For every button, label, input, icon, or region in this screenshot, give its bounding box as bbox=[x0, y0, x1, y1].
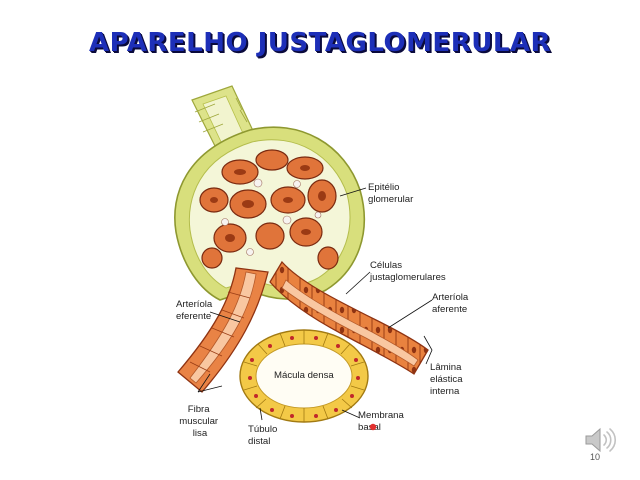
glomerular-capillaries bbox=[199, 149, 339, 270]
page-number: 10 bbox=[590, 452, 601, 462]
leader-membrana bbox=[341, 409, 361, 419]
label-tubulo-distal: Túbulo distal bbox=[248, 424, 280, 447]
leader-lines bbox=[197, 187, 433, 421]
label-arteriola-eferente: Arteríola eferente bbox=[176, 299, 215, 322]
label-epitelio-glomerular: Epitélio glomerular bbox=[368, 182, 414, 205]
label-fibra-muscular-lisa: Fibra muscular lisa bbox=[179, 404, 221, 439]
slide-title: APARELHO JUSTAGLOMERULAR bbox=[88, 28, 552, 58]
label-membrana-basal: Membrana basal bbox=[358, 410, 407, 433]
cursor-dot bbox=[369, 423, 377, 431]
leader-arteriola-aferente bbox=[387, 299, 433, 329]
leader-lamina bbox=[423, 335, 433, 365]
leader-fibra bbox=[197, 373, 223, 393]
leader-epitelio bbox=[339, 187, 367, 197]
label-arteriola-aferente: Arteríola aferente bbox=[432, 292, 471, 315]
speaker-icon[interactable] bbox=[582, 424, 622, 456]
leader-arteriola-eferente bbox=[209, 311, 241, 323]
label-celulas-justaglomerulares: Células justaglomerulares bbox=[369, 260, 446, 283]
leader-celulas bbox=[345, 271, 371, 295]
label-lamina-elastica-interna: Lâmina elástica interna bbox=[430, 362, 465, 397]
leader-tubulo bbox=[259, 407, 263, 421]
label-macula-densa: Mácula densa bbox=[274, 370, 334, 381]
afferent-arteriole bbox=[269, 260, 429, 375]
distal-tubule bbox=[239, 329, 369, 423]
efferent-arteriole bbox=[177, 267, 269, 393]
